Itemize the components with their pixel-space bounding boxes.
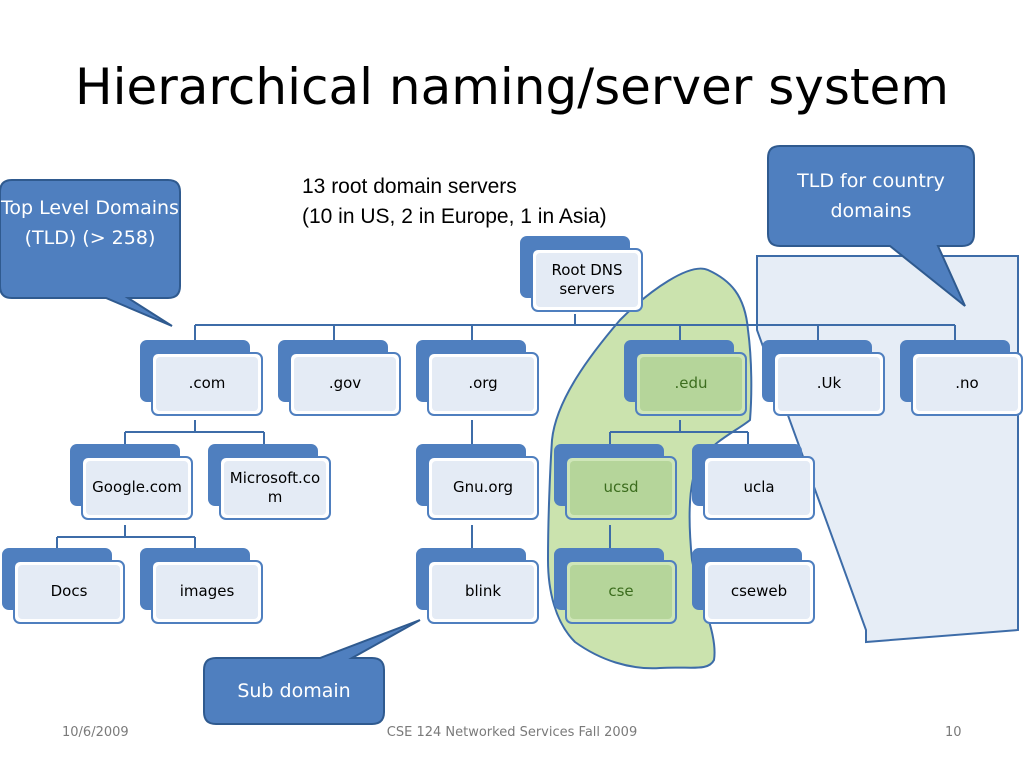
- footer-course: CSE 124 Networked Services Fall 2009: [386, 725, 638, 740]
- tld-com-node[interactable]: .com: [140, 340, 263, 416]
- tld-edu-label: .edu: [674, 374, 708, 393]
- blink-node[interactable]: blink: [416, 548, 539, 624]
- country-callout-shape: [767, 145, 975, 307]
- tld-gov-label: .gov: [328, 374, 362, 393]
- tld-edu-node[interactable]: .edu: [624, 340, 747, 416]
- tld-no-node[interactable]: .no: [900, 340, 1023, 416]
- note-line-2: (10 in US, 2 in Europe, 1 in Asia): [302, 205, 607, 228]
- tld-uk-node[interactable]: .Uk: [762, 340, 885, 416]
- tree-connectors: [56, 314, 956, 548]
- gnu-node[interactable]: Gnu.org: [416, 444, 539, 520]
- country-callout-text: TLD for country domains: [797, 170, 945, 222]
- root-dns-node[interactable]: Root DNS servers: [520, 236, 643, 312]
- ucla-node[interactable]: ucla: [692, 444, 815, 520]
- root-servers-note: 13 root domain servers (10 in US, 2 in E…: [302, 172, 607, 232]
- google-label: Google.com: [92, 478, 182, 497]
- tld-com-label: .com: [188, 374, 226, 393]
- subdomain-callout-text: Sub domain: [237, 680, 351, 702]
- tld-callout-text: Top Level Domains (TLD) (> 258): [1, 197, 179, 249]
- gnu-label: Gnu.org: [452, 478, 513, 497]
- tld-org-node[interactable]: .org: [416, 340, 539, 416]
- ucsd-label: ucsd: [603, 478, 639, 497]
- blink-label: blink: [464, 582, 502, 601]
- images-node[interactable]: images: [140, 548, 263, 624]
- microsoft-label: Microsoft.com: [229, 468, 321, 507]
- tld-no-label: .no: [955, 374, 979, 393]
- tld-callout-shape: [0, 179, 181, 327]
- cse-label: cse: [608, 582, 634, 601]
- slide-title: Hierarchical naming/server system: [74, 58, 950, 116]
- tld-gov-node[interactable]: .gov: [278, 340, 401, 416]
- images-label: images: [179, 582, 235, 601]
- note-line-1: 13 root domain servers: [302, 175, 517, 198]
- cseweb-node[interactable]: cseweb: [692, 548, 815, 624]
- tld-uk-label: .Uk: [816, 374, 842, 393]
- footer-date: 10/6/2009: [62, 725, 129, 740]
- subdomain-callout-shape: [203, 619, 421, 725]
- footer-page-number: 10: [945, 725, 962, 740]
- cse-node[interactable]: cse: [554, 548, 677, 624]
- ucsd-node[interactable]: ucsd: [554, 444, 677, 520]
- docs-node[interactable]: Docs: [2, 548, 125, 624]
- docs-label: Docs: [50, 582, 88, 601]
- microsoft-node[interactable]: Microsoft.com: [208, 444, 331, 520]
- tld-org-label: .org: [468, 374, 498, 393]
- ucla-label: ucla: [743, 478, 775, 497]
- cseweb-label: cseweb: [730, 582, 788, 601]
- google-node[interactable]: Google.com: [70, 444, 193, 520]
- root-dns-label: Root DNS servers: [551, 260, 623, 299]
